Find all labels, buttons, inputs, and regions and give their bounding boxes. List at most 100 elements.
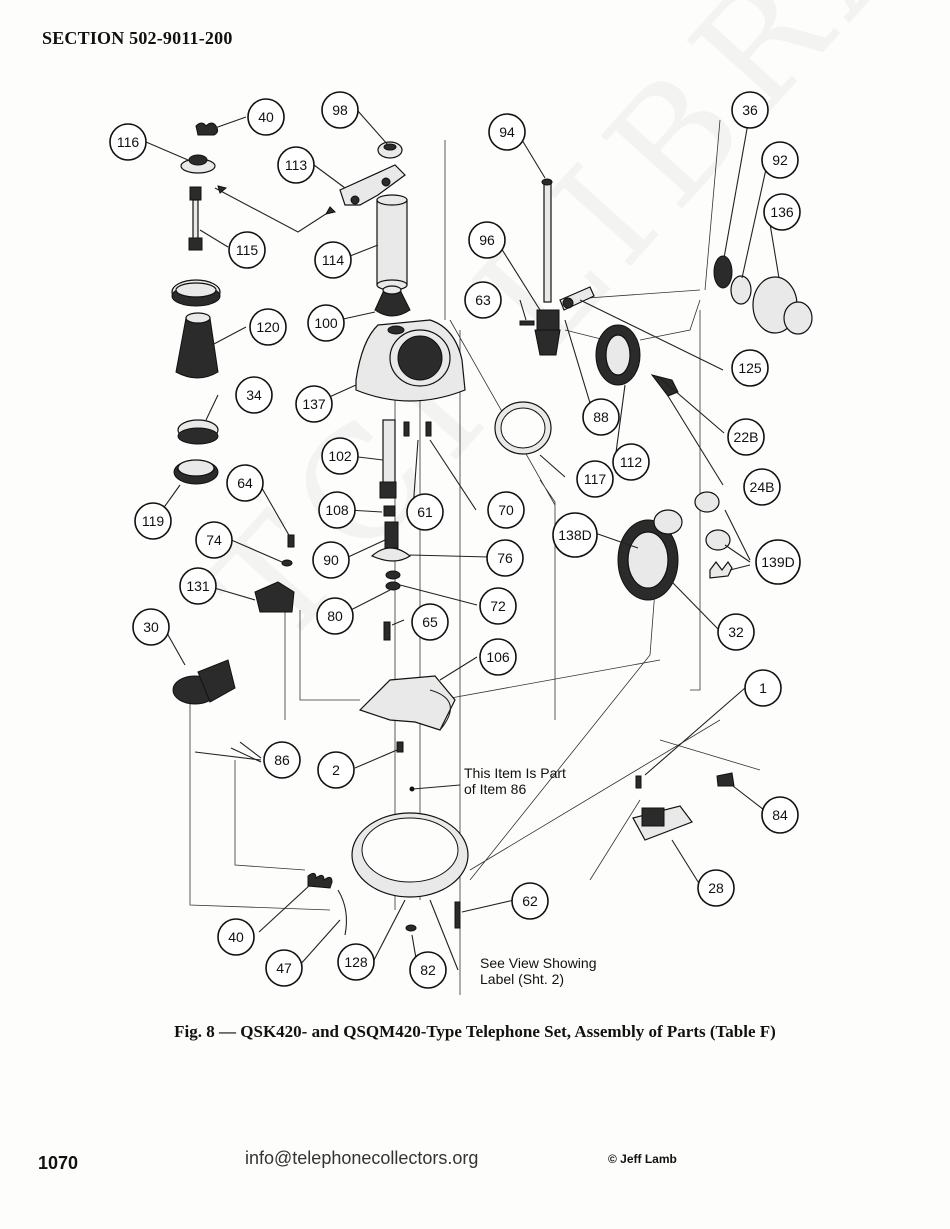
callout-label: 139D bbox=[761, 554, 794, 570]
callout-40: 40 bbox=[247, 98, 285, 136]
callout-label: 117 bbox=[584, 471, 607, 487]
callout-circle bbox=[486, 539, 524, 577]
callout-circle bbox=[228, 231, 266, 269]
callout-circle bbox=[317, 751, 355, 789]
callout-circle bbox=[406, 493, 444, 531]
callout-label: 36 bbox=[742, 102, 758, 118]
callout-circle bbox=[576, 460, 614, 498]
callout-label: 30 bbox=[143, 619, 159, 635]
callout-label: 86 bbox=[274, 752, 290, 768]
callout-label: 22B bbox=[734, 429, 759, 445]
callout-label: 119 bbox=[142, 513, 165, 529]
callout-label: 70 bbox=[498, 502, 514, 518]
guide-98-icon bbox=[377, 141, 403, 159]
callout-circle bbox=[479, 638, 517, 676]
spring-40-icon bbox=[195, 122, 219, 136]
note-item86-line1: This Item Is Part bbox=[464, 765, 566, 781]
board-28-icon bbox=[632, 805, 693, 841]
callout-65: 65 bbox=[411, 603, 449, 641]
ring-112-icon bbox=[595, 324, 641, 386]
callout-circle bbox=[755, 539, 801, 585]
callout-circle bbox=[263, 741, 301, 779]
clip-84-icon bbox=[716, 772, 735, 787]
callout-28: 28 bbox=[697, 869, 735, 907]
callout-120: 120 bbox=[249, 308, 287, 346]
callout-40: 40 bbox=[217, 918, 255, 956]
callout-circle bbox=[316, 597, 354, 635]
screw-63-icon bbox=[519, 320, 535, 326]
callout-circle bbox=[277, 146, 315, 184]
callout-label: 137 bbox=[302, 396, 326, 412]
callout-label: 64 bbox=[237, 475, 253, 491]
callout-circle bbox=[727, 418, 765, 456]
callout-84: 84 bbox=[761, 796, 799, 834]
callout-119: 119 bbox=[134, 502, 172, 540]
switch-131-icon bbox=[254, 581, 295, 613]
shaft-88-icon bbox=[559, 286, 595, 311]
callout-circle bbox=[312, 541, 350, 579]
callout-label: 80 bbox=[327, 608, 343, 624]
callout-117: 117 bbox=[576, 460, 614, 498]
callout-circle bbox=[217, 918, 255, 956]
callout-label: 76 bbox=[497, 550, 513, 566]
housing-137-icon bbox=[355, 319, 466, 402]
callout-circle bbox=[195, 521, 233, 559]
washer-82-icon bbox=[405, 924, 417, 932]
callout-62: 62 bbox=[511, 882, 549, 920]
callout-circle bbox=[464, 281, 502, 319]
callout-circle bbox=[582, 398, 620, 436]
callout-label: 40 bbox=[258, 109, 274, 125]
callout-circle bbox=[235, 376, 273, 414]
note-item86-leader bbox=[409, 784, 461, 792]
callout-circle bbox=[697, 869, 735, 907]
screw-65-icon bbox=[383, 621, 391, 641]
callout-2: 2 bbox=[317, 751, 355, 789]
rod-94-icon bbox=[541, 178, 553, 303]
tube-114-icon bbox=[376, 194, 408, 291]
callout-label: 102 bbox=[328, 448, 352, 464]
callout-116: 116 bbox=[109, 123, 147, 161]
callout-label: 82 bbox=[420, 962, 436, 978]
callout-circle bbox=[468, 221, 506, 259]
callout-label: 131 bbox=[186, 578, 210, 594]
callout-label: 1 bbox=[759, 680, 767, 696]
callout-34: 34 bbox=[235, 376, 273, 414]
boot-100-icon bbox=[374, 285, 411, 317]
callout-61: 61 bbox=[406, 493, 444, 531]
callout-36: 36 bbox=[731, 91, 769, 129]
callout-100: 100 bbox=[307, 304, 345, 342]
ring-117-icon bbox=[494, 401, 552, 455]
figure-caption: Fig. 8 — QSK420- and QSQM420-Type Teleph… bbox=[174, 1022, 776, 1041]
callout-circle bbox=[761, 141, 799, 179]
callout-label: 106 bbox=[486, 649, 510, 665]
callout-90: 90 bbox=[312, 541, 350, 579]
callout-24b: 24B bbox=[743, 468, 781, 506]
callout-106: 106 bbox=[479, 638, 517, 676]
callout-circle bbox=[761, 796, 799, 834]
callout-label: 100 bbox=[314, 315, 338, 331]
dial-32-icon bbox=[617, 509, 683, 601]
callout-label: 61 bbox=[417, 504, 433, 520]
bracket-24b-icon bbox=[650, 374, 679, 397]
shaft-102-icon bbox=[379, 419, 397, 499]
note-label-line1: See View Showing bbox=[480, 955, 596, 971]
callout-label: 90 bbox=[323, 552, 339, 568]
retainer-34-icon bbox=[177, 419, 219, 445]
callout-108: 108 bbox=[318, 491, 356, 529]
receiver-parts-icon bbox=[713, 255, 813, 335]
ring-icon bbox=[171, 279, 221, 307]
cap-119-icon bbox=[173, 459, 219, 485]
ringer-30-icon bbox=[172, 659, 236, 705]
small-hardware-icon bbox=[370, 505, 412, 591]
callout-circle bbox=[717, 613, 755, 651]
callout-label: 24B bbox=[750, 479, 775, 495]
callout-label: 84 bbox=[772, 807, 788, 823]
part-drawings bbox=[171, 122, 813, 936]
screw-2-icon bbox=[396, 741, 404, 753]
callout-label: 2 bbox=[332, 762, 340, 778]
callout-70: 70 bbox=[487, 491, 525, 529]
alignment-lines bbox=[189, 119, 761, 995]
rod-115-icon bbox=[214, 185, 336, 233]
page-number: 1070 bbox=[38, 1153, 79, 1173]
plate-106-icon bbox=[358, 675, 456, 731]
